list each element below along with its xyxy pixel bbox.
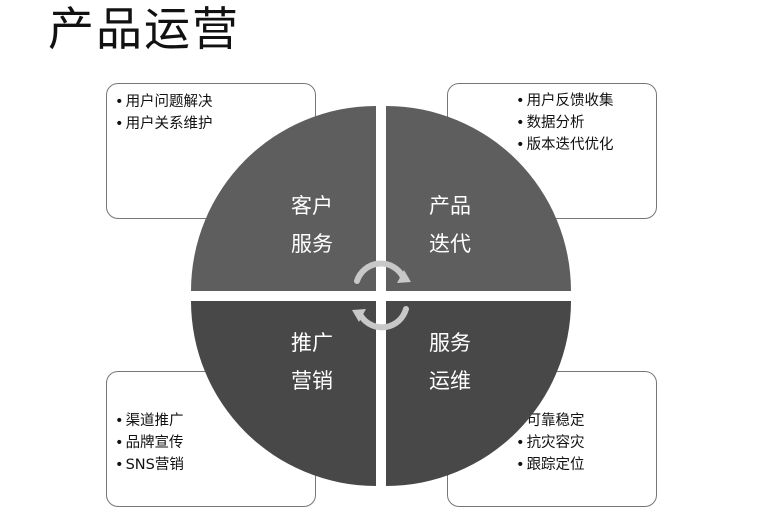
quadrant-promotion-marketing <box>191 301 376 486</box>
quadrant-label-customer-service: 客户 服务 <box>272 187 352 263</box>
list-item: 跟踪定位 <box>516 454 585 476</box>
quadrant-service-operations <box>386 301 571 486</box>
list-item: 用户问题解决 <box>115 91 213 113</box>
quadrant-label-service-operations: 服务 运维 <box>410 324 490 400</box>
quadrant-label-product-iteration: 产品 迭代 <box>410 187 490 263</box>
list-item: 用户关系维护 <box>115 113 213 135</box>
quadrant-customer-service <box>191 106 376 291</box>
quadrant-product-iteration <box>386 106 571 291</box>
product-iteration-list: 用户反馈收集 数据分析 版本迭代优化 <box>516 90 614 156</box>
quadrant-label-line: 迭代 <box>429 232 471 256</box>
list-item: 版本迭代优化 <box>516 134 614 156</box>
list-item: 数据分析 <box>516 112 614 134</box>
quadrant-label-line: 服务 <box>429 331 471 355</box>
list-item: 用户反馈收集 <box>516 90 614 112</box>
promotion-marketing-box: 渠道推广 品牌宣传 SNS营销 <box>106 371 316 507</box>
promotion-marketing-list: 渠道推广 品牌宣传 SNS营销 <box>115 410 184 476</box>
quadrant-label-line: 营销 <box>291 369 333 393</box>
list-item: 抗灾容灾 <box>516 432 585 454</box>
quadrant-label-line: 服务 <box>291 232 333 256</box>
quadrant-label-line: 产品 <box>429 194 471 218</box>
page-title: 产品运营 <box>48 2 240 56</box>
customer-service-list: 用户问题解决 用户关系维护 <box>115 91 213 135</box>
list-item: SNS营销 <box>115 454 184 476</box>
quadrant-label-line: 运维 <box>429 369 471 393</box>
quadrant-label-promotion-marketing: 推广 营销 <box>272 324 352 400</box>
quadrant-label-line: 推广 <box>291 331 333 355</box>
service-operations-list: 可靠稳定 抗灾容灾 跟踪定位 <box>516 410 585 476</box>
list-item: 品牌宣传 <box>115 432 184 454</box>
list-item: 渠道推广 <box>115 410 184 432</box>
quadrant-label-line: 客户 <box>291 194 333 218</box>
cycle-arrows-icon <box>352 260 411 331</box>
list-item: 可靠稳定 <box>516 410 585 432</box>
